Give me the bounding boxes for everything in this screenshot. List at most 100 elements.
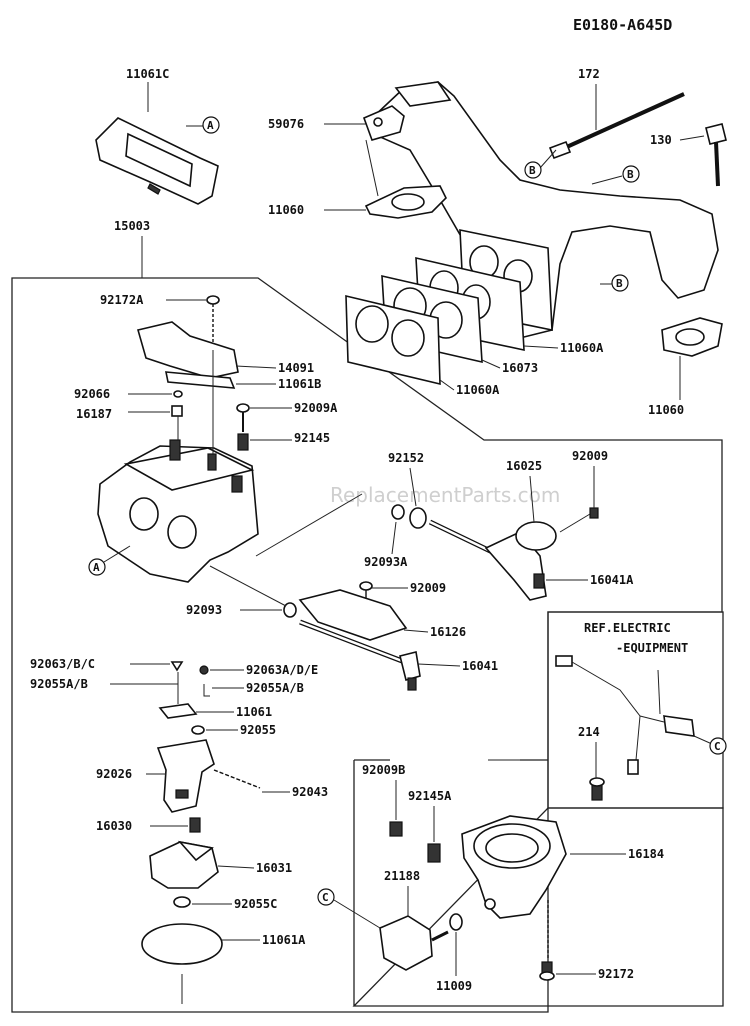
washer-11009: [449, 913, 463, 931]
choke-shaft-16041: [299, 619, 421, 691]
intake-manifold: [369, 81, 719, 339]
jet-16187: [171, 405, 183, 417]
spring-92145a: [427, 843, 441, 863]
washer-92055c: [173, 896, 191, 908]
washer-92093a: [391, 504, 405, 520]
throttle-plate-16025: [515, 521, 557, 551]
svg-text:B: B: [627, 168, 634, 181]
part-label-16187: 16187: [76, 407, 112, 421]
screw-92009-top: [559, 507, 599, 533]
washer-92093: [283, 602, 297, 618]
svg-text:C: C: [322, 891, 329, 904]
part-label-92055ab-right: 92055A/B: [246, 681, 304, 695]
part-label-11060-top: 11060: [268, 203, 304, 217]
callout-c-solenoid: C: [317, 888, 381, 929]
gasket-11061c: [95, 117, 219, 205]
fuel-solenoid-group-outline: [352, 759, 724, 1007]
electric-ref-title-2: -EQUIPMENT: [616, 641, 688, 655]
callout-c-electric: C: [693, 735, 727, 755]
screw-92063ade: [199, 665, 209, 675]
part-label-92152: 92152: [388, 451, 424, 465]
gasket-11061: [158, 703, 198, 719]
oring-11061a: [141, 923, 223, 1004]
bolt-130: [705, 123, 727, 187]
washer-92055: [191, 725, 205, 735]
callout-b-1: B: [524, 149, 557, 179]
bolt-172: [548, 92, 685, 160]
part-label-92172: 92172: [598, 967, 634, 981]
watermark: ReplacementParts.com: [330, 483, 560, 507]
part-label-11009: 11009: [436, 979, 472, 993]
part-label-92063ade: 92063A/D/E: [246, 663, 318, 677]
part-label-16030: 16030: [96, 819, 132, 833]
part-label-16041: 16041: [462, 659, 498, 673]
carburetor-body: [97, 350, 259, 583]
callout-b-2: B: [591, 165, 640, 185]
part-label-92066: 92066: [74, 387, 110, 401]
callout-a-top: A: [186, 116, 220, 134]
part-label-214: 214: [578, 725, 600, 739]
part-label-16031: 16031: [256, 861, 292, 875]
part-label-14091: 14091: [278, 361, 314, 375]
part-label-16126: 16126: [430, 625, 466, 639]
part-label-11060a-1: 11060A: [560, 341, 604, 355]
part-label-59076: 59076: [268, 117, 304, 131]
gasket-11060a-front: [345, 294, 441, 386]
screw-92009a: [236, 403, 250, 432]
part-label-92043: 92043: [292, 785, 328, 799]
screw-92009b: [389, 821, 403, 837]
part-label-92026: 92026: [96, 767, 132, 781]
gasket-11060-top: [364, 185, 447, 219]
fuel-solenoid-92026: [156, 739, 261, 813]
spring-92145: [237, 433, 249, 451]
svg-text:A: A: [207, 119, 214, 132]
part-label-11061b: 11061B: [278, 377, 321, 391]
part-label-16073: 16073: [502, 361, 538, 375]
wire-harness: [555, 655, 695, 775]
part-label-130: 130: [650, 133, 672, 147]
svg-text:B: B: [529, 164, 536, 177]
part-label-92063bc: 92063/B/C: [30, 657, 95, 671]
screw-214: [589, 777, 605, 801]
screw-92172a: [206, 295, 220, 350]
part-label-92172a: 92172A: [100, 293, 144, 307]
seal-92152: [409, 507, 427, 529]
svg-text:C: C: [714, 740, 721, 753]
part-label-11060a-2: 11060A: [456, 383, 500, 397]
part-label-15003: 15003: [114, 219, 150, 233]
part-label-92009b: 92009B: [362, 763, 405, 777]
bracket-14091: [137, 321, 239, 379]
part-label-11060-right: 11060: [648, 403, 684, 417]
part-label-16041a: 16041A: [590, 573, 634, 587]
choke-plate-16126: [298, 589, 408, 641]
part-label-21188: 21188: [384, 869, 420, 883]
drawing-id: E0180-A645D: [573, 16, 672, 34]
float-16031: [149, 840, 219, 889]
jet-16030: [189, 817, 201, 833]
part-label-92055c: 92055C: [234, 897, 277, 911]
screw-92172: [539, 900, 555, 981]
electric-ref-title-1: REF.ELECTRIC: [584, 621, 671, 635]
plug-92066: [173, 390, 183, 398]
svg-text:A: A: [93, 561, 100, 574]
washer-92055ab: [203, 684, 210, 697]
part-label-92055ab-left: 92055A/B: [30, 677, 88, 691]
callout-b-3: B: [600, 274, 629, 292]
part-label-92009a: 92009A: [294, 401, 338, 415]
screw-92063bc: [170, 661, 184, 672]
part-label-92055: 92055: [240, 723, 276, 737]
part-label-16184: 16184: [628, 847, 664, 861]
solenoid-21188: [379, 915, 449, 971]
callout-a-carb: A: [88, 545, 131, 576]
gasket-59076: [362, 105, 405, 141]
gasket-11061b: [165, 371, 236, 389]
part-label-92093: 92093: [186, 603, 222, 617]
part-label-92093a: 92093A: [364, 555, 408, 569]
part-label-11061c: 11061C: [126, 67, 169, 81]
part-label-92145a: 92145A: [408, 789, 452, 803]
insulator-16184: [461, 815, 567, 919]
part-label-172: 172: [578, 67, 600, 81]
part-label-92009-mid: 92009: [410, 581, 446, 595]
gasket-11060-right: [661, 317, 723, 357]
